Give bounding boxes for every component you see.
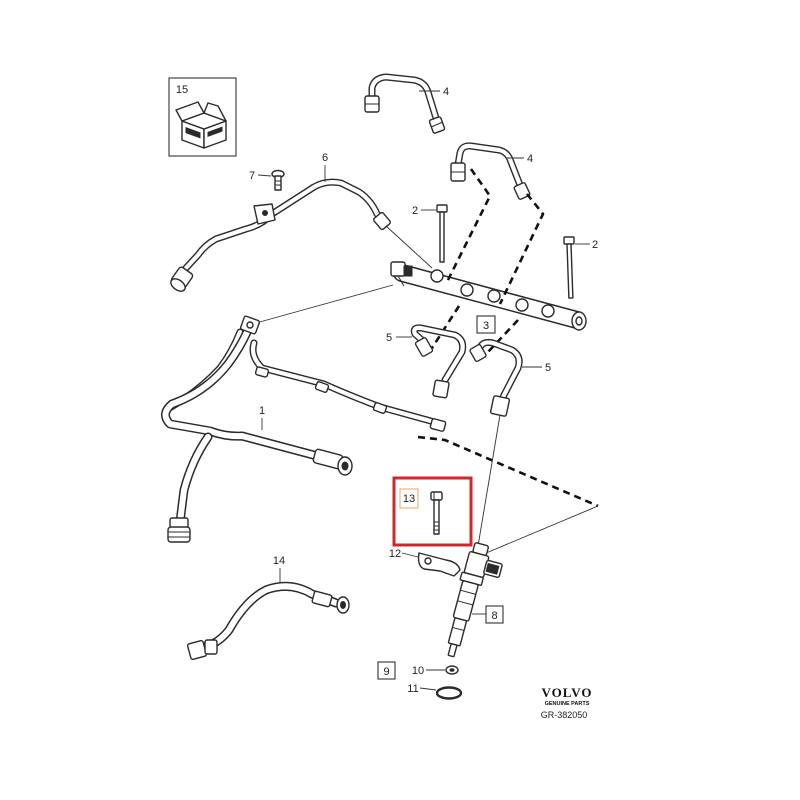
fuel-rail-3 [390,261,587,331]
callout-11: 11 [407,683,418,695]
connector-line-pipe-injector [476,414,501,553]
injection-pipe-5-right [469,342,519,417]
callout-1: 1 [259,405,265,417]
callout-frame-9: 9 [377,661,396,680]
leader-12 [401,552,419,558]
leader-11 [419,687,437,691]
callout-frame-3: 3 [476,315,496,334]
callout-6: 6 [322,152,328,164]
leader-7 [257,174,272,177]
injection-pipe-4-lower [450,146,531,200]
callout-2-left: 2 [412,205,418,217]
callout-2-right: 2 [592,239,598,251]
callout-5-left: 5 [386,332,392,344]
package-icon [175,101,227,149]
highlight-frame [392,476,473,547]
pressure-sensor [390,261,406,277]
callout-frame-13 [399,488,419,509]
callout-7: 7 [249,170,255,182]
injection-pipe-4-upper [364,77,446,134]
callout-5-right: 5 [545,362,551,374]
callout-3: 3 [483,320,489,332]
callout-15: 15 [176,84,188,96]
bolt-13 [430,491,443,535]
callout-14: 14 [273,555,285,567]
genuine-parts-tagline: GENUINE PARTS [545,701,590,707]
diagram-reference: GR-382050 [541,710,588,720]
bolt-7 [271,169,285,191]
callout-9: 9 [383,666,389,678]
fuel-hose-1 [165,315,447,543]
injection-pipe-5-left [414,328,462,399]
volvo-branding: VOLVO GENUINE PARTS GR-382050 [541,685,593,720]
callout-4-upper: 4 [443,86,449,98]
bolt-2-left [436,204,448,263]
return-hose-14 [186,586,350,661]
callout-12: 12 [389,548,401,560]
bolt-2-right [563,236,575,299]
installation-guide-lines [417,168,599,557]
fuel-injector-8 [447,542,503,658]
callout-10: 10 [412,665,424,677]
connector-line-6-rail [385,225,433,269]
volvo-logo: VOLVO [542,685,593,700]
o-ring-11 [435,686,463,700]
callout-13: 13 [403,493,415,505]
washer-10 [445,665,459,675]
callout-8: 8 [491,610,497,622]
connector-line-rail-hose [255,284,394,324]
kit-box-15: 15 [168,77,237,157]
injector-clamp-12 [417,552,461,577]
callout-4-lower: 4 [527,153,533,165]
fuel-pipe-6 [170,182,391,292]
callout-frame-8: 8 [485,605,504,624]
